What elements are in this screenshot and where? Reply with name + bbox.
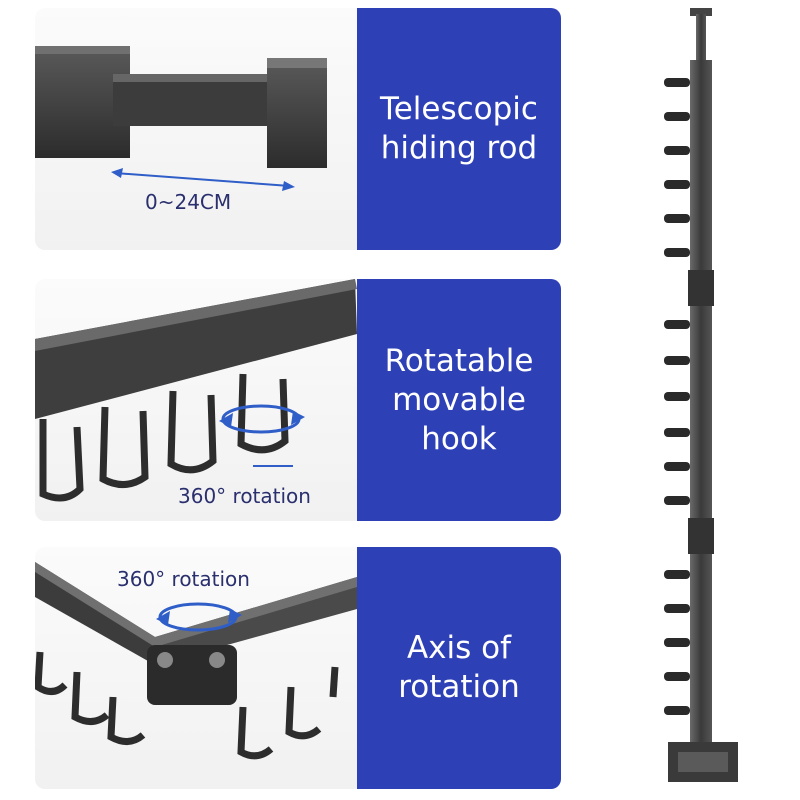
hook-photo: 360° rotation: [35, 279, 357, 521]
rotation-caption-axis: 360° rotation: [117, 567, 250, 591]
rotation-arrow-icon: [156, 602, 242, 632]
axis-photo: 360° rotation: [35, 547, 357, 789]
label-box-axis: Axis of rotation: [357, 547, 561, 789]
hook-illustration: [35, 279, 357, 502]
rod-hooks: [664, 78, 690, 715]
feature-panel-telescopic: 0~24CM Telescopic hiding rod: [35, 8, 561, 250]
feature-title-axis: Axis of rotation: [398, 630, 520, 705]
rotation-caption-hook: 360° rotation: [178, 484, 311, 508]
telescopic-rod-illustration: [35, 46, 327, 191]
feature-title-hook: Rotatable movable hook: [384, 342, 534, 457]
label-box-telescopic: Telescopic hiding rod: [357, 8, 561, 250]
label-box-hook: Rotatable movable hook: [357, 279, 561, 521]
length-caption: 0~24CM: [145, 190, 232, 214]
axis-illustration: [35, 562, 357, 760]
feature-panel-hook: 360° rotation Rotatable movable hook: [35, 279, 561, 521]
double-arrow-icon: [111, 168, 295, 191]
telescopic-rod-photo: 0~24CM: [35, 8, 357, 250]
feature-panel-axis: 360° rotation Axis of rotation: [35, 547, 561, 789]
full-rod-illustration: [664, 8, 738, 782]
rotation-arrow-icon: [219, 404, 305, 467]
feature-title-telescopic: Telescopic hiding rod: [380, 91, 538, 166]
